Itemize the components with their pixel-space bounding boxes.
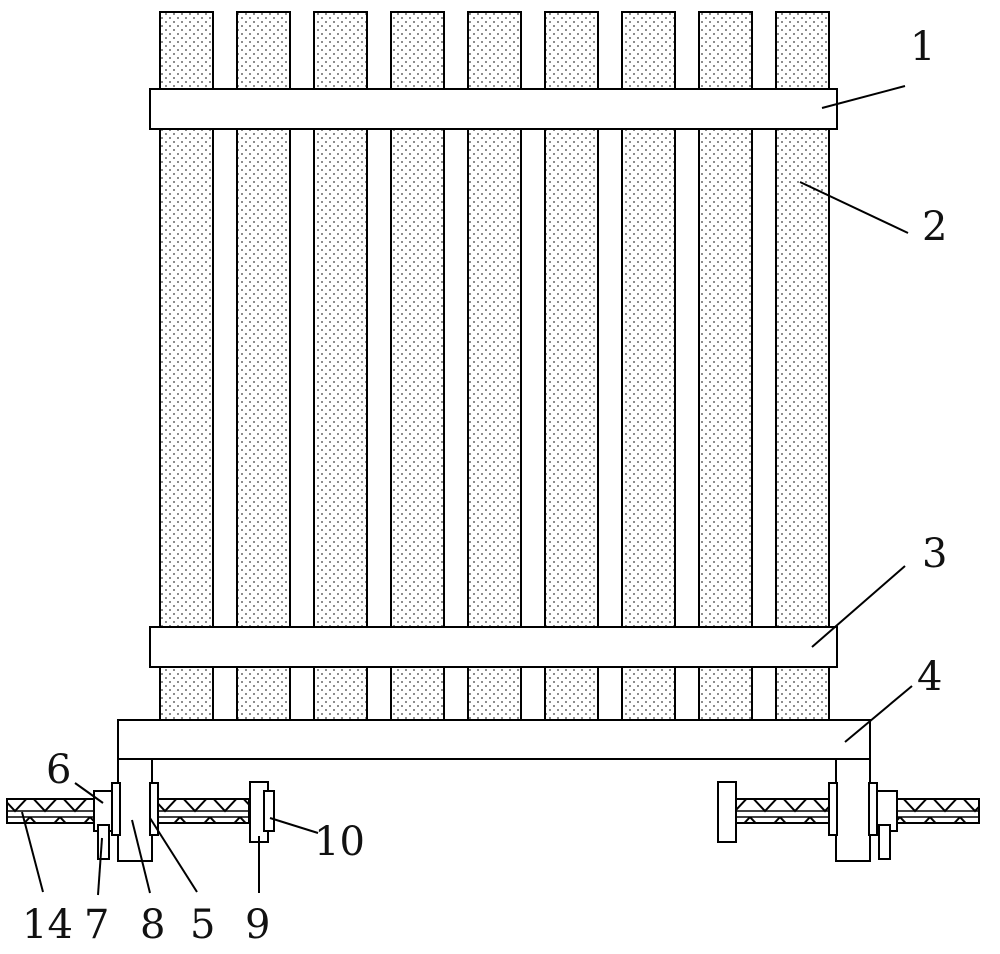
callout-label-14: 14	[22, 902, 73, 948]
right-wheel-assembly	[717, 758, 898, 862]
right-bracket	[835, 758, 871, 862]
callout-label-7: 7	[84, 902, 109, 948]
callout-label-9: 9	[245, 902, 270, 948]
leader-lines	[21, 85, 913, 896]
base-beam	[117, 719, 871, 760]
callout-label-10: 10	[314, 819, 365, 865]
left-wheel-assembly	[93, 758, 275, 862]
callout-label-5: 5	[190, 902, 215, 948]
callout-label-1: 1	[910, 24, 935, 70]
top-crossbar	[149, 88, 838, 130]
lower-crossbar	[149, 626, 838, 668]
left-collar-inner	[263, 790, 275, 832]
right-small-block	[878, 824, 891, 860]
left-bracket	[117, 758, 153, 862]
left-wheel-outer	[149, 782, 159, 836]
callout-label-6: 6	[46, 747, 71, 793]
right-wheel-outer	[868, 782, 878, 836]
callout-labels: 1 2 3 4 6 10 14 7 8 5 9	[22, 24, 947, 948]
callout-label-2: 2	[922, 204, 947, 250]
right-wheel-outer	[828, 782, 838, 836]
callout-label-3: 3	[922, 531, 947, 577]
left-wheel-outer	[111, 782, 121, 836]
right-collar	[717, 781, 737, 843]
left-small-block	[97, 824, 110, 860]
callout-label-8: 8	[140, 902, 165, 948]
callout-label-4: 4	[917, 654, 942, 700]
